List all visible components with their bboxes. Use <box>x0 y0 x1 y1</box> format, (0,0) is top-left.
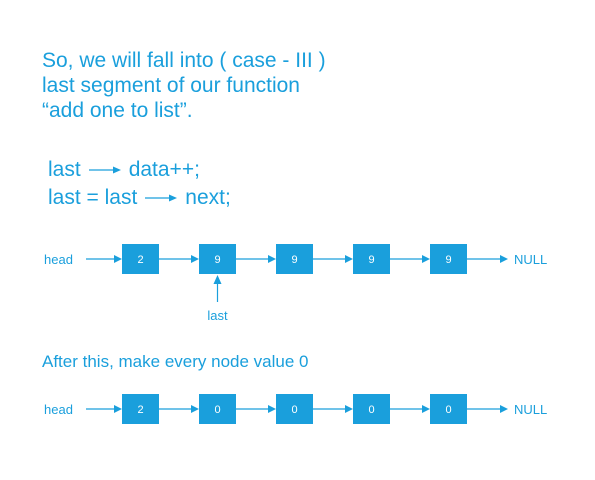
last-pointer-label: last <box>207 308 228 323</box>
linked-list-1: head 2 9 9 9 9 NULL last <box>44 244 547 323</box>
code-line-2-left: last = last <box>48 186 138 209</box>
head-arrow <box>86 255 122 263</box>
intro-line-2: last segment of our function <box>42 74 300 97</box>
node-value: 9 <box>214 254 220 266</box>
next-arrow <box>313 255 353 263</box>
node-value: 2 <box>137 404 143 416</box>
linked-list-2: head 2 0 0 0 0 NULL <box>44 394 547 424</box>
null-label: NULL <box>514 252 547 267</box>
last-pointer: last <box>207 275 228 323</box>
head-label: head <box>44 252 73 267</box>
node-value: 9 <box>445 254 451 266</box>
next-arrow <box>390 405 430 413</box>
list-node: 0 <box>199 394 236 424</box>
next-arrow <box>467 255 508 263</box>
list-node: 2 <box>122 244 159 274</box>
code-line-2-right: next; <box>185 186 231 209</box>
node-value: 2 <box>137 254 143 266</box>
next-arrow <box>313 405 353 413</box>
code-line-1: last data++; <box>48 156 231 184</box>
code-line-1-left: last <box>48 158 81 181</box>
list-node: 9 <box>430 244 467 274</box>
null-label: NULL <box>514 402 547 417</box>
code-line-1-right: data++; <box>128 158 200 181</box>
node-value: 9 <box>368 254 374 266</box>
next-arrow <box>467 405 508 413</box>
arrow-right-icon <box>88 166 121 174</box>
intro-text: So, we will fall into ( case - III ) las… <box>42 48 326 123</box>
node-value: 0 <box>368 404 374 416</box>
next-arrow <box>159 255 199 263</box>
list-node: 0 <box>276 394 313 424</box>
code-line-2: last = last next; <box>48 184 231 212</box>
arrow-right-icon <box>145 194 178 202</box>
node-value: 0 <box>214 404 220 416</box>
intro-line-3: “add one to list”. <box>42 99 193 122</box>
intro-line-1: So, we will fall into ( case - III ) <box>42 49 326 72</box>
node-value: 0 <box>291 404 297 416</box>
head-label: head <box>44 402 73 417</box>
node-value: 0 <box>445 404 451 416</box>
next-arrow <box>236 255 276 263</box>
list-node: 0 <box>353 394 390 424</box>
code-block: last data++; last = last next; <box>48 156 231 212</box>
next-arrow <box>236 405 276 413</box>
next-arrow <box>159 405 199 413</box>
next-arrow <box>390 255 430 263</box>
head-arrow <box>86 405 122 413</box>
list-node: 9 <box>276 244 313 274</box>
list-node: 2 <box>122 394 159 424</box>
note-text: After this, make every node value 0 <box>42 352 309 371</box>
list-node: 0 <box>430 394 467 424</box>
node-value: 9 <box>291 254 297 266</box>
list-node: 9 <box>199 244 236 274</box>
list-node: 9 <box>353 244 390 274</box>
